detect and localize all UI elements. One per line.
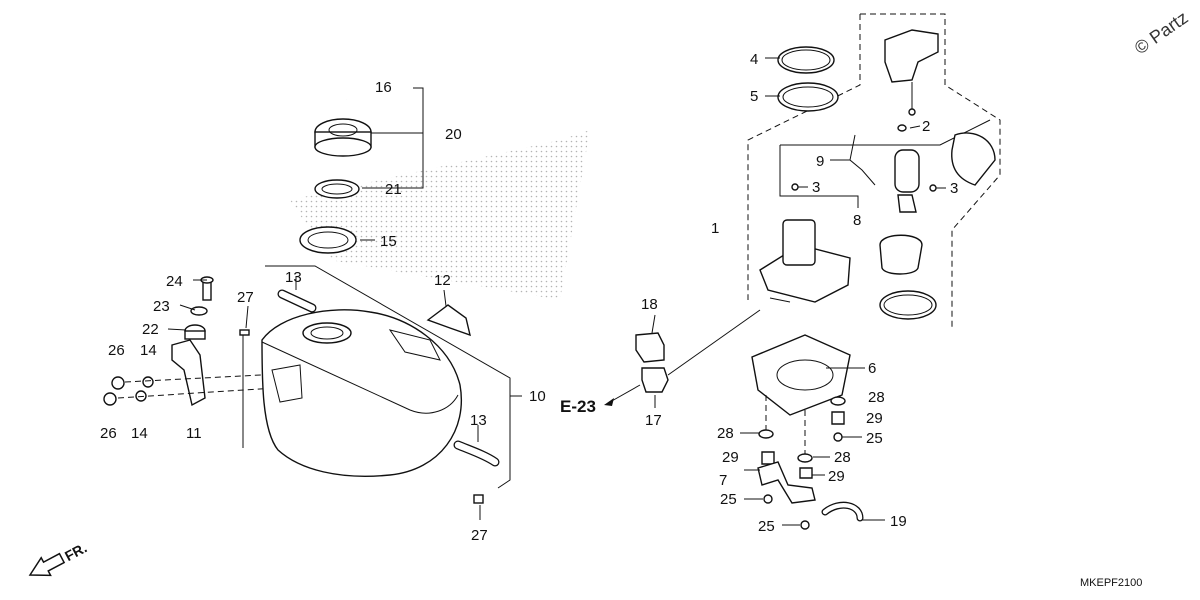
collar-23 bbox=[190, 306, 208, 316]
ring-5 bbox=[777, 82, 839, 112]
callout-23: 23 bbox=[153, 298, 170, 315]
nut-26-top bbox=[111, 376, 125, 390]
callout-9: 9 bbox=[816, 153, 824, 170]
gasket-15 bbox=[299, 226, 357, 254]
callout-27-bottom: 27 bbox=[471, 527, 488, 544]
callout-19: 19 bbox=[890, 513, 907, 530]
callout-5: 5 bbox=[750, 88, 758, 105]
o-ring-4 bbox=[777, 46, 835, 74]
pump-shell bbox=[951, 132, 996, 186]
callout-17: 17 bbox=[645, 412, 662, 429]
pump-cup bbox=[879, 234, 923, 275]
o-ring-3-right bbox=[929, 184, 937, 192]
grommet-27-bottom bbox=[473, 494, 484, 504]
cap-gasket-21 bbox=[314, 179, 360, 199]
washer-28-right bbox=[830, 396, 846, 406]
callout-26-top: 26 bbox=[108, 342, 125, 359]
bracket-8 bbox=[780, 119, 991, 146]
fuel-tank-10 bbox=[261, 309, 462, 477]
callout-25-left: 25 bbox=[720, 491, 737, 508]
washer-28-left bbox=[758, 429, 774, 439]
collar-29-left bbox=[761, 451, 775, 465]
callout-12: 12 bbox=[434, 272, 451, 289]
callout-28-mid: 28 bbox=[834, 449, 851, 466]
gasket-plate-6 bbox=[751, 334, 851, 416]
callout-22: 22 bbox=[142, 321, 159, 338]
callout-4: 4 bbox=[750, 51, 758, 68]
callout-1: 1 bbox=[711, 220, 719, 237]
callout-29-right: 29 bbox=[866, 410, 883, 427]
callout-8: 8 bbox=[853, 212, 861, 229]
washer-14-bottom bbox=[135, 390, 147, 402]
callout-29-mid: 29 bbox=[828, 468, 845, 485]
clip-9 bbox=[849, 134, 876, 186]
callout-labels: 1 2 3 3 4 5 6 7 8 9 10 11 12 13 13 14 14… bbox=[100, 51, 958, 544]
nut-25-left bbox=[763, 494, 773, 504]
bracket-10 bbox=[265, 265, 511, 489]
callout-28-left: 28 bbox=[717, 425, 734, 442]
nut-25-right bbox=[833, 432, 843, 442]
callout-18: 18 bbox=[641, 296, 658, 313]
projection-shading bbox=[290, 130, 590, 300]
callout-28-right: 28 bbox=[868, 389, 885, 406]
callout-13-top: 13 bbox=[285, 269, 302, 286]
o-ring-2 bbox=[897, 124, 907, 132]
grommet-27-top bbox=[239, 329, 250, 336]
callout-16: 16 bbox=[375, 79, 392, 96]
callout-14-bottom: 14 bbox=[131, 425, 148, 442]
callout-25-right: 25 bbox=[866, 430, 883, 447]
washer-28-mid bbox=[797, 453, 813, 463]
copyright-watermark: © Partz bbox=[1131, 7, 1192, 58]
callout-14-top: 14 bbox=[140, 342, 157, 359]
callout-6: 6 bbox=[868, 360, 876, 377]
collar-29-mid bbox=[799, 467, 813, 479]
pump-ring bbox=[879, 290, 937, 320]
washer-14-top bbox=[142, 376, 154, 388]
bracket-7 bbox=[757, 461, 816, 504]
callout-10: 10 bbox=[529, 388, 546, 405]
callout-15: 15 bbox=[380, 233, 397, 250]
nut-26-bottom bbox=[103, 392, 117, 406]
callout-7: 7 bbox=[719, 472, 727, 489]
callout-21: 21 bbox=[385, 181, 402, 198]
bracket-11 bbox=[171, 339, 206, 407]
clip-12 bbox=[426, 304, 471, 337]
callout-27-top: 27 bbox=[237, 289, 254, 306]
callout-26-bottom: 26 bbox=[100, 425, 117, 442]
front-marker-label: FR. bbox=[62, 539, 89, 564]
callout-29-left: 29 bbox=[722, 449, 739, 466]
callout-25-bottom: 25 bbox=[758, 518, 775, 535]
o-ring-3-left bbox=[791, 183, 799, 191]
front-arrow: FR. bbox=[28, 539, 89, 577]
collar-29-right bbox=[831, 411, 845, 425]
pump-group-outline bbox=[860, 13, 1001, 330]
diagram-code: MKEPF2100 bbox=[1080, 577, 1142, 589]
callout-20: 20 bbox=[445, 126, 462, 143]
pump-connector-module bbox=[884, 29, 939, 83]
callout-3-b: 3 bbox=[950, 180, 958, 197]
callout-13-bottom: 13 bbox=[470, 412, 487, 429]
bracket-16-20-21 bbox=[378, 87, 424, 189]
fuel-pump-motor bbox=[894, 149, 920, 193]
callout-11: 11 bbox=[186, 425, 202, 442]
callout-3-a: 3 bbox=[812, 179, 820, 196]
callout-2: 2 bbox=[922, 118, 930, 135]
nut-25-bottom bbox=[800, 520, 810, 530]
grommet-18 bbox=[635, 332, 665, 363]
reference-e23: E-23 bbox=[560, 397, 596, 416]
callout-24: 24 bbox=[166, 273, 183, 290]
grommet-17 bbox=[641, 367, 669, 393]
